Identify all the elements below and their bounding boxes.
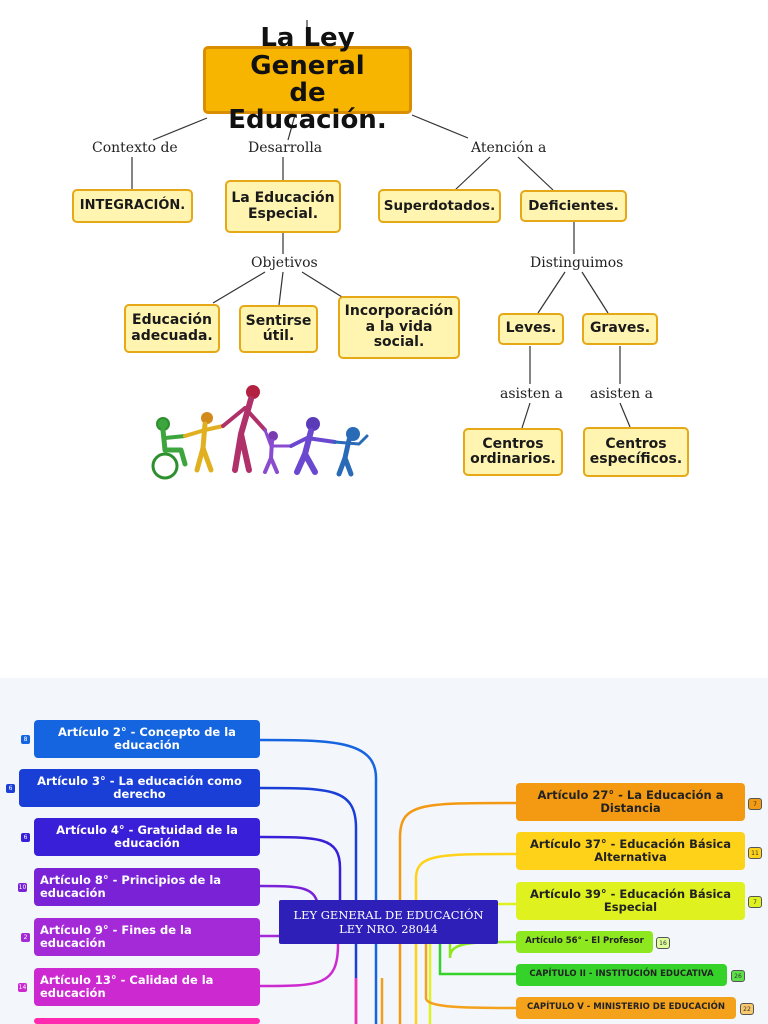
label-attend-1: asisten a — [500, 386, 563, 402]
node-specific-line-2: específicos. — [589, 451, 683, 467]
mm-node-article-27-text: Artículo 27° - La Educación a Distancia — [537, 787, 724, 815]
node-adequate-line-2: adecuada. — [131, 327, 213, 344]
mm-node-article-13[interactable]: Artículo 13° - Calidad de la educación — [34, 968, 260, 1006]
mm-node-article-39[interactable]: Artículo 39° - Educación Básica Especial — [516, 882, 745, 920]
node-mild: Leves. — [498, 313, 564, 345]
mm-node-article-56-text: Artículo 56° - El Profesor — [525, 936, 644, 947]
mm-node-article-56[interactable]: Artículo 56° - El Profesor — [516, 931, 653, 953]
title-line-1: La Ley General — [250, 23, 365, 81]
people-holding-hands-illustration — [151, 385, 369, 480]
label-attend-2: asisten a — [590, 386, 653, 402]
mm-node-article-8[interactable]: Artículo 8° - Principios de la educación — [34, 868, 260, 906]
left-badge-3: 6 — [21, 833, 30, 842]
center-line-2: LEY NRO. 28044 — [339, 922, 438, 936]
label-attention: Atención a — [471, 140, 547, 156]
mm-node-article-3-text: Artículo 3° - La educación como derecho — [37, 773, 242, 801]
mm-node-article-39-text: Artículo 39° - Educación Básica Especial — [530, 886, 731, 914]
node-special-education-line-2: Especial. — [247, 205, 319, 222]
left-badge-4: 10 — [18, 883, 27, 892]
left-badge-1: 8 — [21, 735, 30, 744]
left-badge-6: 14 — [18, 983, 27, 992]
mm-node-article-2-text: Artículo 2° - Concepto de la educación — [58, 724, 236, 752]
mm-node-article-37-text: Artículo 37° - Educación Básica Alternat… — [530, 836, 731, 864]
node-specific-line-1: Centros — [605, 435, 667, 452]
mm-node-chapter-5-text: CAPÍTULO V - MINISTERIO DE EDUCACIÓN — [527, 1002, 725, 1013]
node-feel-useful: Sentirse útil. — [239, 305, 318, 353]
node-adequate-line-1: Educación — [132, 312, 212, 329]
right-badge-6: 22 — [740, 1003, 754, 1015]
mm-node-article-3[interactable]: Artículo 3° - La educación como derecho — [19, 769, 260, 807]
node-mild-text: Leves. — [505, 320, 557, 337]
right-badge-2: 11 — [748, 847, 762, 859]
right-badge-5: 26 — [731, 970, 745, 982]
left-badge-2: 6 — [6, 784, 15, 793]
node-adequate-education: Educación adecuada. — [124, 304, 220, 353]
mm-node-article-9[interactable]: Artículo 9° - Fines de la educación — [34, 918, 260, 956]
mm-node-article-4[interactable]: Artículo 4° - Gratuidad de la educación — [34, 818, 260, 856]
node-specific-centers: Centros específicos. — [583, 427, 689, 477]
node-integration: INTEGRACIÓN. — [72, 189, 193, 223]
node-gifted-text: Superdotados. — [383, 197, 496, 214]
node-incorp-line-1: Incorporación — [344, 303, 454, 320]
node-deficient: Deficientes. — [520, 190, 627, 222]
mm-node-cutoff — [34, 1018, 260, 1024]
mm-node-article-2[interactable]: Artículo 2° - Concepto de la educación — [34, 720, 260, 758]
node-ordinary-line-2: ordinarios. — [470, 451, 556, 467]
mm-node-article-4-text: Artículo 4° - Gratuidad de la educación — [56, 822, 238, 850]
node-ordinary-line-1: Centros — [482, 435, 544, 452]
mm-node-chapter-2[interactable]: CAPÍTULO II - INSTITUCIÓN EDUCATIVA — [516, 964, 727, 986]
mm-node-article-37[interactable]: Artículo 37° - Educación Básica Alternat… — [516, 832, 745, 870]
concept-map-links — [131, 20, 631, 429]
node-useful-line-2: útil. — [262, 328, 295, 344]
mind-map-panel: 8 Artículo 2° - Concepto de la educación… — [0, 678, 768, 1024]
right-badge-3: 7 — [748, 896, 762, 908]
mind-map-center-node[interactable]: LEY GENERAL DE EDUCACIÓN LEY NRO. 28044 — [279, 900, 498, 944]
node-special-education: La Educación Especial. — [225, 180, 341, 233]
node-gifted: Superdotados. — [378, 189, 501, 223]
right-badge-4: 16 — [656, 937, 670, 949]
node-ordinary-centers: Centros ordinarios. — [463, 428, 563, 476]
label-distinguish: Distinguimos — [530, 255, 624, 271]
mm-node-article-8-text: Artículo 8° - Principios de la educación — [40, 872, 222, 900]
mm-node-chapter-2-text: CAPÍTULO II - INSTITUCIÓN EDUCATIVA — [529, 969, 714, 980]
concept-map-title: La Ley General de Educación. — [203, 25, 412, 134]
title-line-2: de Educación. — [228, 78, 387, 136]
node-deficient-text: Deficientes. — [528, 197, 619, 214]
label-develops: Desarrolla — [248, 140, 323, 156]
label-context: Contexto de — [92, 140, 178, 156]
node-severe-text: Graves. — [589, 320, 651, 337]
node-severe: Graves. — [582, 313, 658, 345]
left-badge-5: 2 — [21, 933, 30, 942]
center-line-1: LEY GENERAL DE EDUCACIÓN — [293, 908, 484, 922]
mm-node-article-13-text: Artículo 13° - Calidad de la educación — [40, 972, 214, 1000]
node-integration-text: INTEGRACIÓN. — [79, 197, 186, 213]
node-incorp-line-2: a la vida — [365, 318, 433, 335]
node-special-education-line-1: La Educación — [231, 190, 335, 207]
mm-node-article-27[interactable]: Artículo 27° - La Educación a Distancia — [516, 783, 745, 821]
node-incorp-line-3: social. — [373, 334, 425, 351]
mm-node-article-9-text: Artículo 9° - Fines de la educación — [40, 922, 192, 950]
right-badge-1: 7 — [748, 798, 762, 810]
concept-map: La Ley General de Educación. Contexto de… — [72, 20, 689, 480]
node-social-incorporation: Incorporación a la vida social. — [338, 296, 460, 359]
label-objectives: Objetivos — [251, 255, 318, 271]
node-useful-line-1: Sentirse — [245, 312, 312, 329]
mm-node-chapter-5[interactable]: CAPÍTULO V - MINISTERIO DE EDUCACIÓN — [516, 997, 736, 1019]
